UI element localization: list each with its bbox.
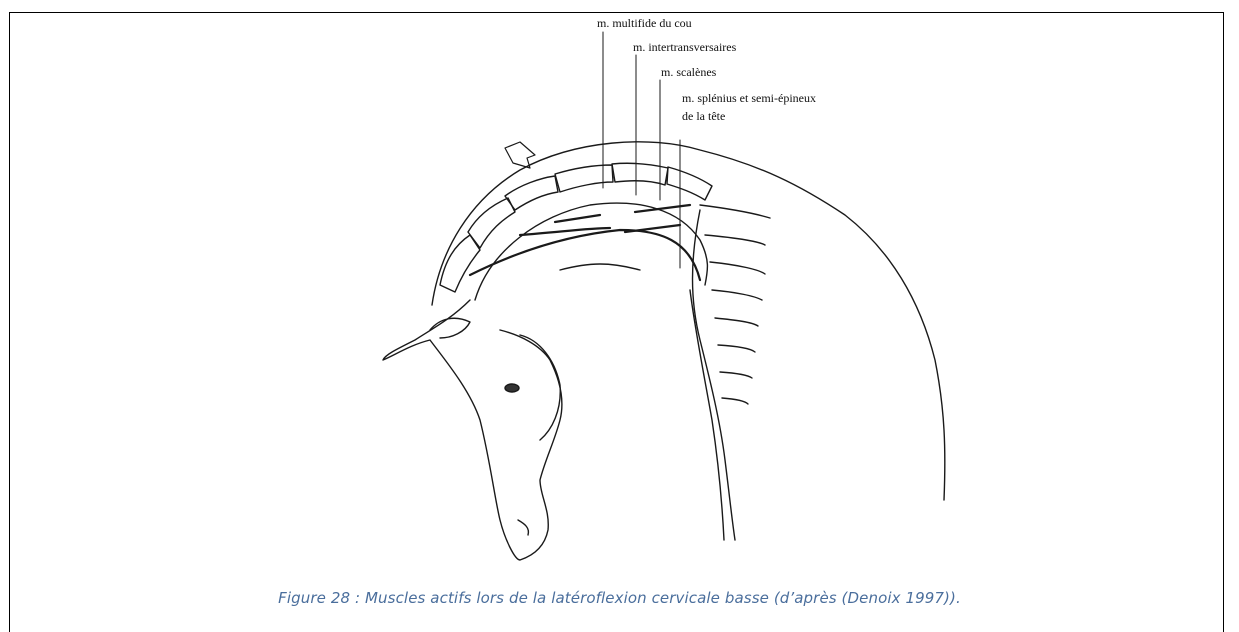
muscle-arrows (470, 205, 700, 280)
label-de-la-tete: de la tête (682, 109, 725, 124)
thoracic-ribs (690, 205, 770, 540)
label-intertransversaires: m. intertransversaires (633, 40, 736, 55)
label-multifide: m. multifide du cou (597, 16, 692, 31)
label-splenius: m. splénius et semi-épineux (682, 91, 816, 106)
nostril (518, 520, 528, 535)
ear (430, 318, 470, 338)
cervical-vertebrae (440, 163, 712, 292)
figure-caption: Figure 28 : Muscles actifs lors de la la… (0, 589, 1239, 607)
jaw (520, 335, 560, 440)
mane-crest (560, 264, 640, 270)
eye (505, 384, 519, 392)
neck-outline (432, 142, 945, 500)
label-scalenes: m. scalènes (661, 65, 716, 80)
throat-outline (475, 203, 707, 300)
head-outline (383, 300, 562, 560)
